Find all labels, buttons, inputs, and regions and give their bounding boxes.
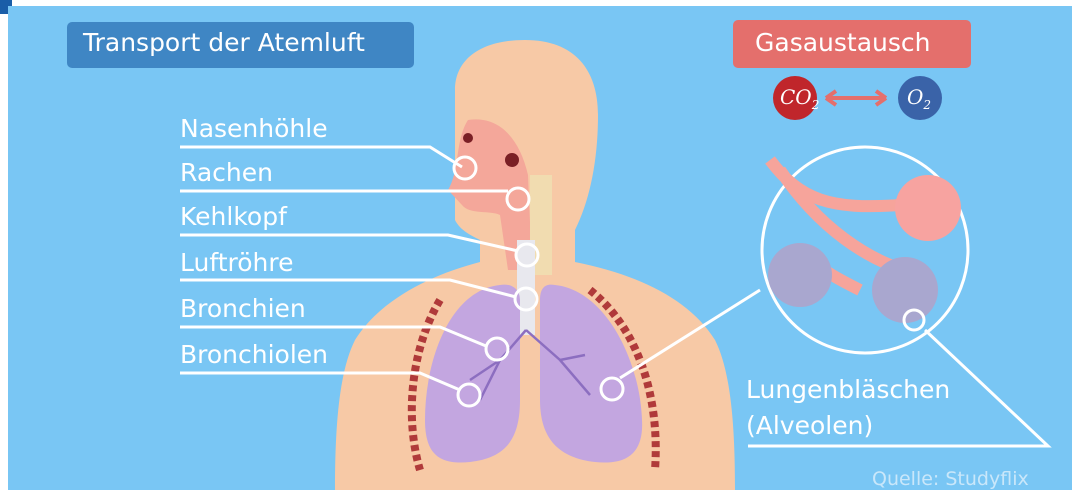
label-alveolen-line1: Lungenbläschen [746,375,950,404]
label-luftroehre: Luftröhre [180,248,293,277]
label-nasenhoehle: Nasenhöhle [180,114,328,143]
label-rachen: Rachen [180,158,273,187]
label-kehlkopf: Kehlkopf [180,202,287,231]
o2-label: O2 [907,85,931,112]
diagram-title: Transport der Atemluft [83,28,365,57]
alveoli-cluster-1 [895,175,961,241]
title-box: Transport der Atemluft [67,22,414,68]
label-bronchien: Bronchien [180,294,306,323]
source-credit: Quelle: Studyflix [872,468,1029,490]
label-bronchiolen: Bronchiolen [180,340,328,369]
nasal-dark-spot-2 [463,133,473,143]
exchange-arrow [826,91,886,105]
alveoli-cluster-2 [768,243,832,307]
nasal-dark-spot [505,153,519,167]
gas-exchange-box: Gasaustausch [733,20,971,68]
gas-exchange-title: Gasaustausch [755,28,931,57]
co2-label: CO2 [780,85,819,112]
label-alveolen-line2: (Alveolen) [746,411,873,440]
